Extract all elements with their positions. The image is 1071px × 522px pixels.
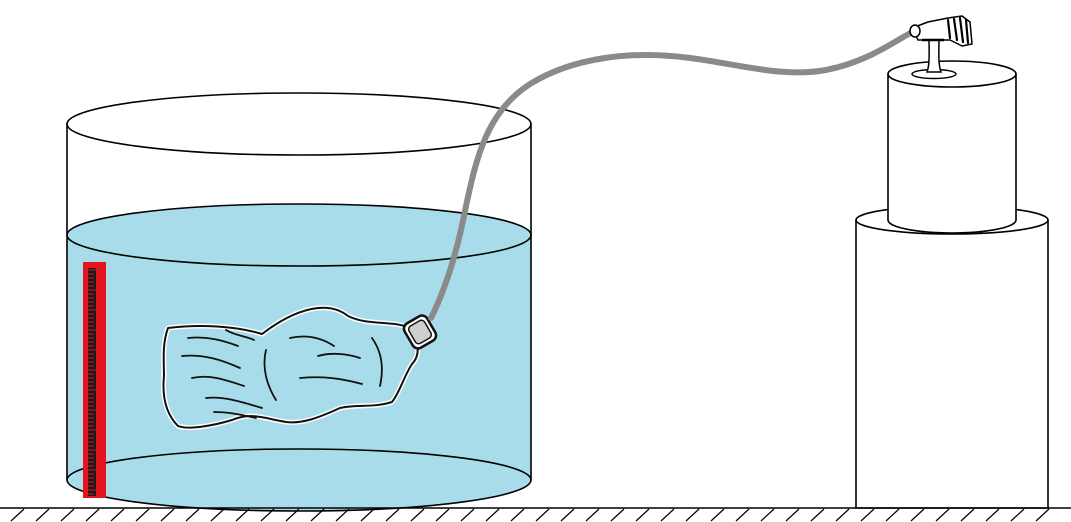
ground-hatch-mark — [360, 508, 375, 522]
water — [67, 204, 531, 511]
ground-hatch-mark — [1010, 508, 1025, 522]
ground-hatch-mark — [885, 508, 900, 522]
ground-hatch-mark — [660, 508, 675, 522]
ground-hatch-mark — [135, 508, 150, 522]
ground-hatch-mark — [710, 508, 725, 522]
ground-hatch-mark — [210, 508, 225, 522]
ground-hatch-mark — [310, 508, 325, 522]
ground-hatch-mark — [585, 508, 600, 522]
ground-hatch-mark — [860, 508, 875, 522]
ground-hatch-mark — [735, 508, 750, 522]
lower-pedestal — [855, 205, 1049, 509]
ground-hatch-mark — [1035, 508, 1050, 522]
ground-hatch-mark — [460, 508, 475, 522]
ground-hatch-mark — [610, 508, 625, 522]
ground-hatch-mark — [960, 508, 975, 522]
ground-hatch-mark — [935, 508, 950, 522]
ground-hatch-mark — [635, 508, 650, 522]
ground-hatch-mark — [560, 508, 575, 522]
ground-hatch-mark — [185, 508, 200, 522]
ground-hatch-mark — [10, 508, 25, 522]
ground-hatch-mark — [235, 508, 250, 522]
ground-hatch-mark — [760, 508, 775, 522]
nozzle-hose-connector — [909, 24, 921, 38]
ruler-ticks — [88, 269, 97, 495]
ground-hatch-mark — [160, 508, 175, 522]
ground-hatch-mark — [335, 508, 350, 522]
ground-hatch-mark — [485, 508, 500, 522]
ground-hatch-mark — [535, 508, 550, 522]
ground-hatch-mark — [285, 508, 300, 522]
ground-hatch-mark — [510, 508, 525, 522]
ground-hatch-mark — [685, 508, 700, 522]
ground-hatch-mark — [985, 508, 1000, 522]
bottle-crumple-lines — [181, 329, 383, 419]
ground-hatch-mark — [835, 508, 850, 522]
ground-hatch-mark — [810, 508, 825, 522]
ground-hatch-mark — [85, 508, 100, 522]
ground-hatch-mark — [110, 508, 125, 522]
rubber-hose — [428, 27, 919, 321]
ground-hatch-mark — [385, 508, 400, 522]
submerged-plastic-bottle — [161, 305, 438, 431]
nozzle-stem — [925, 37, 943, 73]
water-tank — [66, 92, 532, 512]
hatched-ground — [0, 507, 1071, 522]
ground-hatch-mark — [785, 508, 800, 522]
ground-hatch-mark — [35, 508, 50, 522]
ground-hatch-mark — [435, 508, 450, 522]
upper-pedestal — [887, 60, 1017, 234]
ground-hatch-mark — [260, 508, 275, 522]
measuring-ruler — [83, 262, 106, 498]
nozzle-grip-ridges — [946, 16, 970, 45]
ground-hatch-mark — [60, 508, 75, 522]
bottle-outline — [162, 306, 419, 429]
ground-hatch-marks — [10, 508, 1050, 522]
bottle-cap — [402, 314, 438, 350]
ground-hatch-mark — [910, 508, 925, 522]
ground-hatch-mark — [410, 508, 425, 522]
spray-nozzle — [909, 15, 973, 80]
tank-top-rim — [66, 92, 532, 156]
